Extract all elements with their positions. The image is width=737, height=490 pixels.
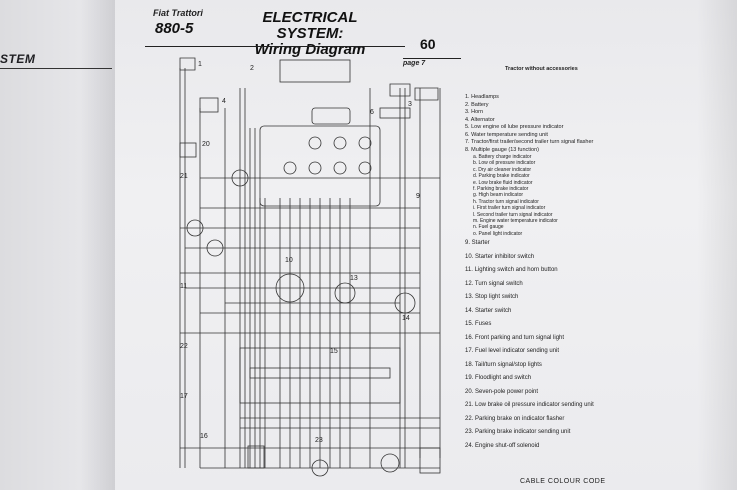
legend-item: 5. Low engine oil lube pressure indicato… — [465, 124, 564, 130]
legend-item: 15. Fuses — [465, 321, 492, 328]
callout-20: 20 — [202, 141, 210, 148]
callout-4: 4 — [222, 98, 226, 105]
legend-item: b. Low oil pressure indicator — [473, 160, 536, 167]
legend-item: 13. Stop light switch — [465, 294, 519, 301]
header-rule — [145, 46, 405, 47]
page-number: 60 — [420, 36, 436, 52]
legend-item: 2. Battery — [465, 101, 489, 108]
callout-13: 13 — [350, 275, 358, 282]
page-ref-rule — [403, 58, 461, 59]
legend-heading: Tractor without accessories — [505, 66, 578, 72]
legend-item: 16. Front parking and turn signal light — [465, 334, 565, 341]
legend-item: 21. Low brake oil pressure indicator sen… — [465, 402, 594, 409]
callout-14: 14 — [402, 315, 410, 322]
manual-page: Fiat Trattori 880-5 ELECTRICAL SYSTEM: W… — [115, 0, 737, 490]
legend-item: 4. Alternator — [465, 116, 495, 123]
page-reference: page 7 — [403, 60, 426, 67]
callout-23: 23 — [315, 437, 323, 444]
callout-10: 10 — [285, 257, 293, 264]
left-page: STEM — [0, 0, 115, 490]
legend-item: 23. Parking brake indicator sending unit — [465, 429, 571, 436]
callout-22: 22 — [180, 343, 188, 350]
brand-label: Fiat Trattori — [153, 8, 203, 18]
legend-item: 10. Starter inhibitor switch — [465, 253, 535, 260]
legend-item: o. Panel light indicator — [473, 230, 523, 237]
title-line-1: ELECTRICAL SYSTEM: — [262, 9, 358, 42]
legend-item: 18. Tail/turn signal/stop lights — [465, 361, 542, 368]
legend-item: d. Parking brake indicator — [473, 173, 530, 180]
legend-item: c. Dry air cleaner indicator — [473, 166, 532, 173]
legend-item: l. Second trailer turn signal indicator — [473, 211, 553, 218]
legend-item: 11. Lighting switch and horn button — [465, 267, 558, 274]
legend-item: e. Low brake fluid indicator — [473, 179, 533, 186]
legend-item: i. First trailer turn signal indicator — [473, 205, 546, 212]
legend-item: 12. Turn signal switch — [465, 280, 523, 287]
callout-11: 11 — [180, 283, 187, 290]
legend-item: 3. Horn — [465, 109, 484, 115]
callout-1: 1 — [198, 61, 202, 68]
model-label: 880-5 — [155, 20, 194, 37]
wiring-diagram: 1 2 3 4 6 9 20 21 10 11 13 14 22 15 16 2… — [179, 57, 441, 477]
callout-3: 3 — [408, 101, 412, 108]
legend-item: g. High beam indicator — [473, 192, 524, 199]
cable-colour-code-heading: CABLE COLOUR CODE — [520, 478, 606, 485]
alternator-symbol — [311, 107, 351, 125]
legend-item: h. Tractor turn signal indicator — [473, 198, 539, 205]
legend-item: m. Engine water temperature indicator — [473, 217, 558, 224]
legend-item: 6. Water temperature sending unit — [465, 131, 548, 138]
page-shadow — [697, 0, 737, 490]
callout-21: 21 — [180, 173, 188, 180]
callout-15: 15 — [330, 348, 338, 355]
legend-item: f. Parking brake indicator — [473, 185, 529, 192]
left-page-heading: STEM — [0, 52, 36, 66]
legend-item: 8. Multiple gauge (13 function) — [465, 146, 539, 153]
legend-item: 24. Engine shut-off solenoid — [465, 442, 540, 449]
legend-item: 9. Starter — [465, 240, 490, 247]
callout-17: 17 — [180, 393, 188, 400]
legend-item: 20. Seven-pole power point — [465, 388, 539, 395]
legend-item: a. Battery charge indicator — [473, 154, 532, 160]
callout-16: 16 — [200, 433, 208, 440]
title-line-2: Wiring Diagram — [254, 41, 366, 58]
callout-6: 6 — [370, 109, 374, 116]
battery-symbol — [279, 59, 351, 83]
callout-2: 2 — [250, 65, 254, 72]
legend-item: 17. Fuel level indicator sending unit — [465, 348, 560, 355]
legend-item: n. Fuel gauge — [473, 224, 504, 231]
legend-item: 19. Floodlight and switch — [465, 375, 532, 382]
legend-item: 1. Headlamps — [465, 94, 499, 100]
legend-item: 7. Tractor/first trailer/second trailer … — [465, 139, 594, 145]
legend-item: 22. Parking brake on indicator flasher — [465, 415, 565, 422]
left-page-rule — [0, 68, 112, 69]
page-title: ELECTRICAL SYSTEM: Wiring Diagram — [230, 10, 390, 58]
legend-item: 14. Starter switch — [465, 307, 512, 314]
callout-9: 9 — [416, 193, 420, 200]
